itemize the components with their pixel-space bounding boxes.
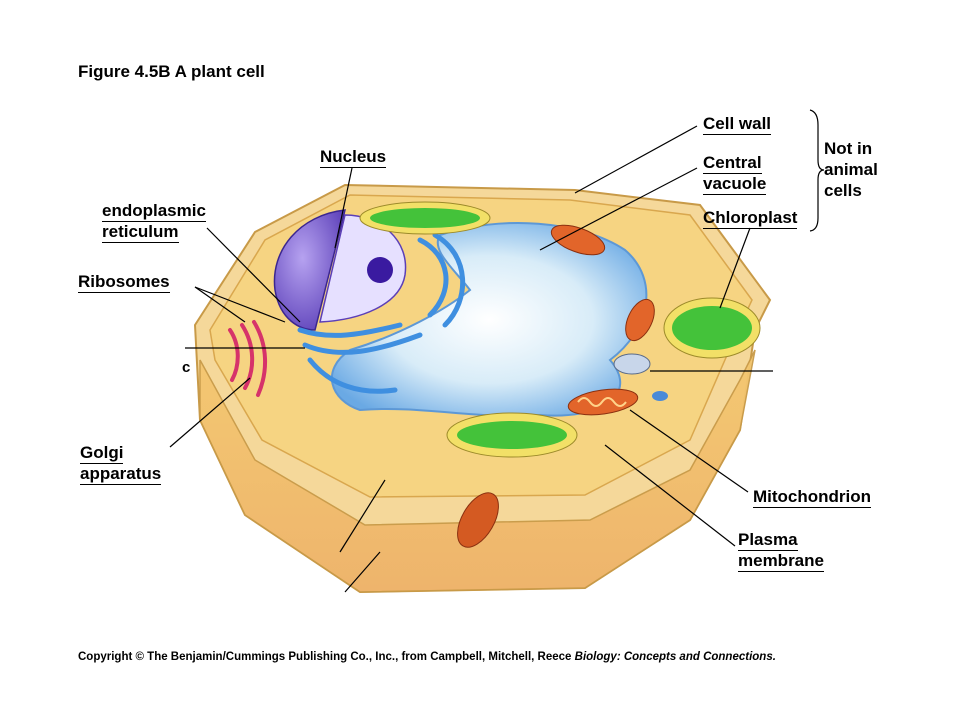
- mitochondrion: [625, 298, 655, 342]
- figure-title: Figure 4.5B A plant cell: [78, 62, 265, 81]
- chloroplast: [359, 201, 491, 235]
- mitochondrion-label: Mitochondrion: [753, 487, 872, 508]
- er-label-line2: reticulum: [102, 222, 179, 243]
- central-vacuole-label-line1: Central: [703, 153, 762, 174]
- chloroplast: [663, 297, 761, 359]
- ribosomes-label: Ribosomes: [78, 272, 170, 293]
- golgi-label-line2: apparatus: [80, 464, 162, 485]
- leader-lines: [169, 109, 825, 593]
- vesicle: [652, 391, 668, 401]
- cell-body-side: [199, 349, 756, 593]
- nucleus-label: Nucleus: [320, 147, 387, 168]
- copyright-text: Copyright © The Benjamin/Cummings Publis…: [78, 651, 572, 663]
- golgi-label-line1: Golgi: [80, 443, 124, 464]
- stray-c-label: c: [182, 359, 191, 376]
- mitochondrion: [567, 388, 639, 416]
- chloroplast-label: Chloroplast: [703, 208, 798, 229]
- er-label-line1: endoplasmic: [102, 201, 206, 222]
- mitochondrion: [550, 224, 606, 256]
- plasma-membrane-label-line2: membrane: [738, 551, 824, 572]
- endoplasmic-reticulum: [297, 232, 466, 394]
- golgi-apparatus: [228, 320, 268, 397]
- nucleolus: [367, 257, 393, 283]
- vesicle: [613, 353, 651, 375]
- central-vacuole-label-line2: vacuole: [703, 174, 767, 195]
- not-in-animal-label-line3: cells: [824, 181, 862, 200]
- cell-wall-label: Cell wall: [703, 114, 772, 135]
- plasma-membrane-label-line1: Plasma: [738, 530, 798, 551]
- copyright-notice: Copyright © The Benjamin/Cummings Publis…: [78, 651, 776, 663]
- nucleus: [273, 209, 346, 331]
- copyright-book-title: Biology: Concepts and Connections.: [574, 651, 776, 663]
- not-in-animal-label-line1: Not in: [824, 139, 873, 158]
- not-in-animal-label-line2: animal: [824, 160, 878, 179]
- mitochondrion: [457, 492, 499, 548]
- chloroplast: [446, 412, 578, 458]
